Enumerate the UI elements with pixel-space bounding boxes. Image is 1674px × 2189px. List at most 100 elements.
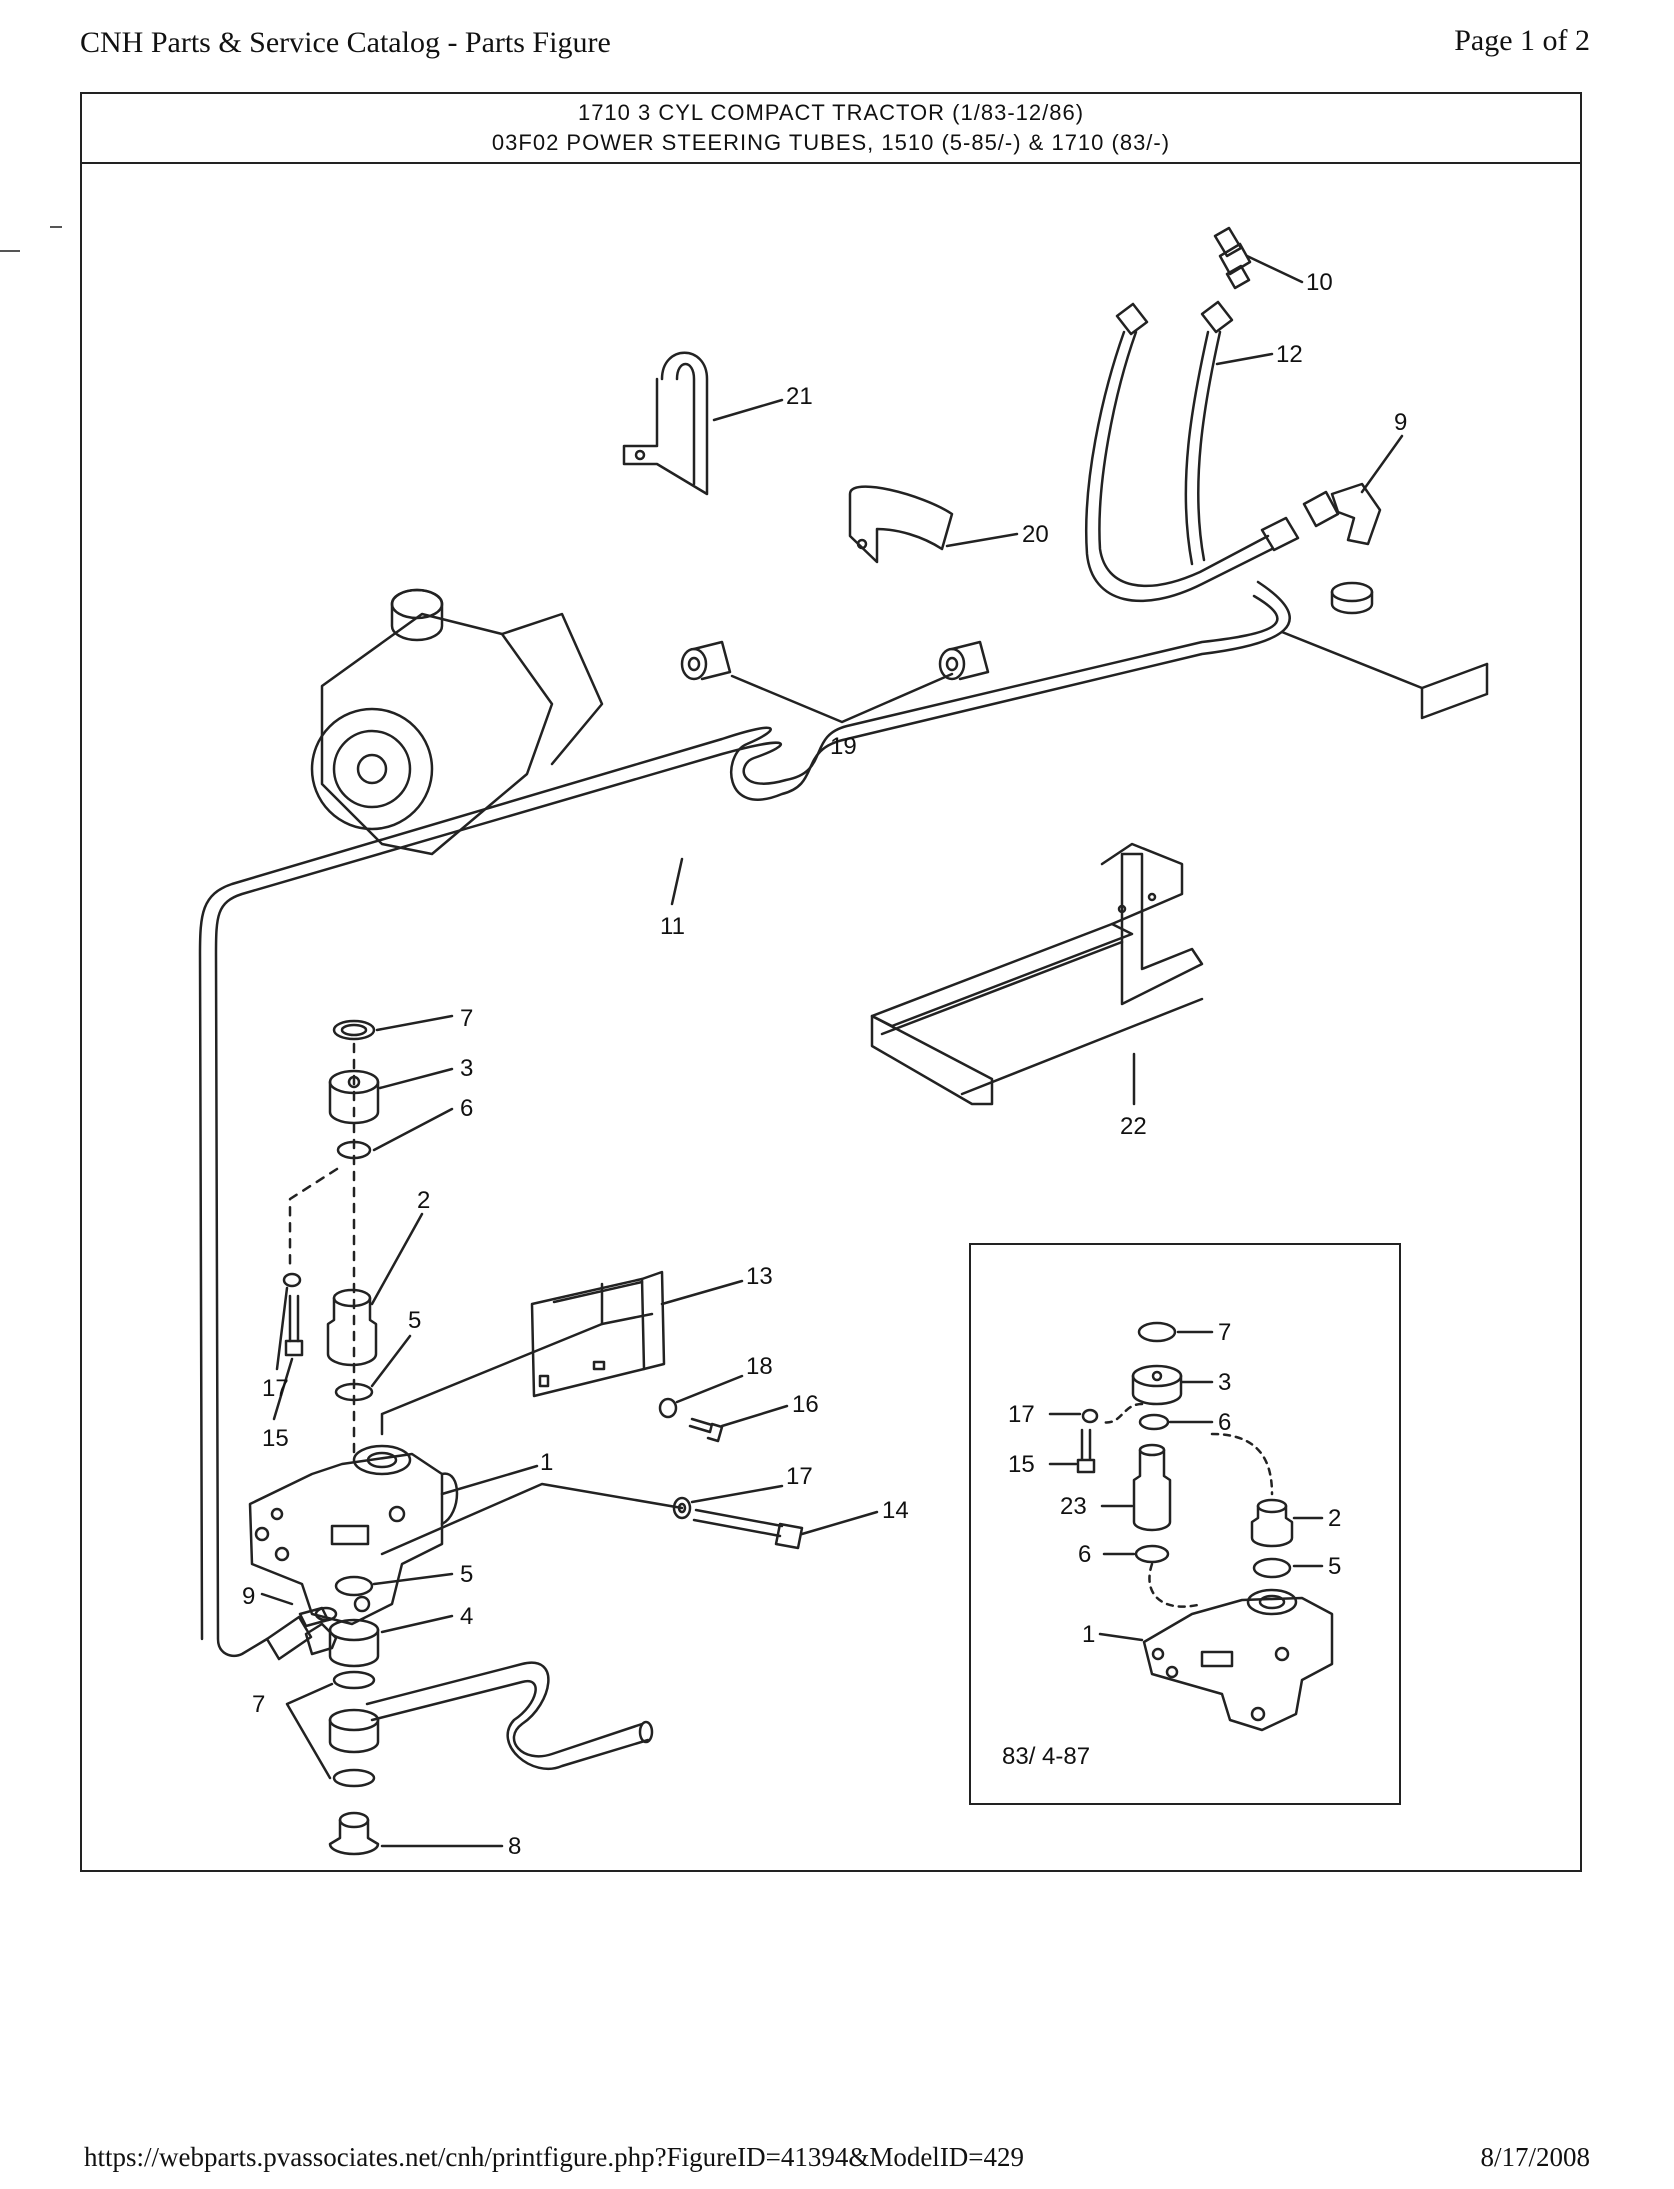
washer-18 [658,1397,678,1419]
platform-edge [1280,630,1489,690]
leader-19 [730,672,954,724]
fitting-10 [1213,226,1252,290]
section-title: 03F02 POWER STEERING TUBES, 1510 (5-85/-… [491,130,1171,155]
assembly-line [380,1322,684,1556]
callout-3: 3 [460,1055,473,1082]
inset-date-code: 83/ 4-87 [1002,1743,1090,1770]
bracket-21 [622,351,709,496]
plate-13 [530,1270,666,1398]
tube-11 [198,580,1291,1661]
leader-6 [372,1107,454,1152]
callout-8: 8 [508,1833,521,1860]
callout-7-lower: 7 [252,1691,265,1718]
washer-17-left [282,1272,302,1288]
inset-cap-3 [1131,1364,1183,1406]
bolt-14 [692,1508,804,1550]
leader-17-right [690,1484,784,1504]
leader-15-left [272,1357,294,1421]
inset-callout-23: 23 [1060,1493,1087,1520]
callout-21: 21 [786,383,813,410]
leader-3 [378,1067,454,1090]
callout-5-lower: 5 [460,1561,473,1588]
leader-2 [370,1212,424,1306]
leader-12 [1215,352,1274,366]
inset-fitting-2 [1250,1498,1294,1548]
callout-5-upper: 5 [408,1307,421,1334]
callout-1: 1 [540,1449,553,1476]
seal-7-top [332,1019,376,1041]
callout-9-upper: 9 [1394,409,1407,436]
inset-panel: 7 3 17 6 15 23 2 6 5 1 83/ 4-87 [969,1243,1401,1805]
elbow-9-lower [298,1606,338,1656]
print-date: 8/17/2008 [1480,2142,1590,2172]
leader-14 [800,1510,879,1536]
inset-callout-2: 2 [1328,1505,1341,1532]
scan-mark [50,226,62,228]
inset-callout-3: 3 [1218,1369,1231,1396]
leader-21 [712,398,784,422]
leader-20 [945,532,1019,548]
screw-16 [688,1417,724,1443]
seal-5-upper [334,1382,374,1402]
callout-6: 6 [460,1095,473,1122]
leader-13 [660,1279,744,1306]
dash-link [288,1167,339,1266]
plug-8 [328,1811,380,1856]
shield-22 [870,842,1204,1106]
inset-callout-6-top: 6 [1218,1409,1231,1436]
callout-12: 12 [1276,341,1303,368]
seal-5-lower [334,1575,374,1597]
scan-mark [0,250,20,252]
leader-9-lower [260,1592,294,1606]
hoses-12 [1085,300,1300,603]
parts-diagram: 10 12 9 21 20 19 1 1 22 7 3 6 2 5 17 15 1… [198,226,1489,1860]
source-url[interactable]: https://webparts.pvassociates.net/cnh/pr… [84,2142,1025,2172]
catalog-title: CNH Parts & Service Catalog - Parts Figu… [80,26,611,59]
inset-sleeve-23 [1132,1443,1172,1532]
clip-20 [848,485,954,564]
callout-22: 22 [1120,1113,1147,1140]
leader-9 [1360,434,1404,494]
return-hose [365,1661,654,1770]
leader-5-lower [372,1572,454,1586]
plug-mid [328,1708,380,1754]
leader-5-upper [370,1334,412,1388]
inset-callout-1: 1 [1082,1621,1095,1648]
inset-dash [1100,1402,1274,1608]
inset-seal-6-top [1138,1413,1170,1431]
fitting-2 [326,1288,378,1367]
callout-7-top: 7 [460,1005,473,1032]
callout-18: 18 [746,1353,773,1380]
leader-7-top [375,1014,454,1032]
inset-bolt-15 [1076,1428,1096,1474]
leader-10 [1245,254,1304,284]
inset-seal-7 [1137,1321,1177,1343]
callout-17-left: 17 [262,1375,289,1402]
callout-20: 20 [1022,521,1049,548]
callout-17-right: 17 [786,1463,813,1490]
leader-16 [720,1404,789,1428]
spacers-19 [680,640,990,681]
inset-callout-7: 7 [1218,1319,1231,1346]
valve-body-1 [248,1444,459,1626]
inset-callout-15: 15 [1008,1451,1035,1478]
inset-callout-17: 17 [1008,1401,1035,1428]
callout-19: 19 [830,733,857,760]
elbow-9-upper [1302,482,1382,615]
callout-4: 4 [460,1603,473,1630]
inset-seal-6-bottom [1134,1544,1170,1564]
callout-2: 2 [417,1187,430,1214]
inset-callout-6-bottom: 6 [1078,1541,1091,1568]
inset-valve-body-1 [1142,1588,1334,1732]
callout-15: 15 [262,1425,289,1452]
callout-9-lower: 9 [242,1583,255,1610]
callout-13: 13 [746,1263,773,1290]
inset-washer-17 [1081,1408,1099,1424]
leader-1 [440,1464,539,1496]
seal-7-lower-a [332,1670,376,1690]
leader-11 [670,857,684,906]
leader-18 [675,1374,744,1404]
callout-10: 10 [1306,269,1333,296]
figure-title-box: 1710 3 CYL COMPACT TRACTOR (1/83-12/86) … [82,94,1580,164]
leader-17-left [275,1286,289,1371]
